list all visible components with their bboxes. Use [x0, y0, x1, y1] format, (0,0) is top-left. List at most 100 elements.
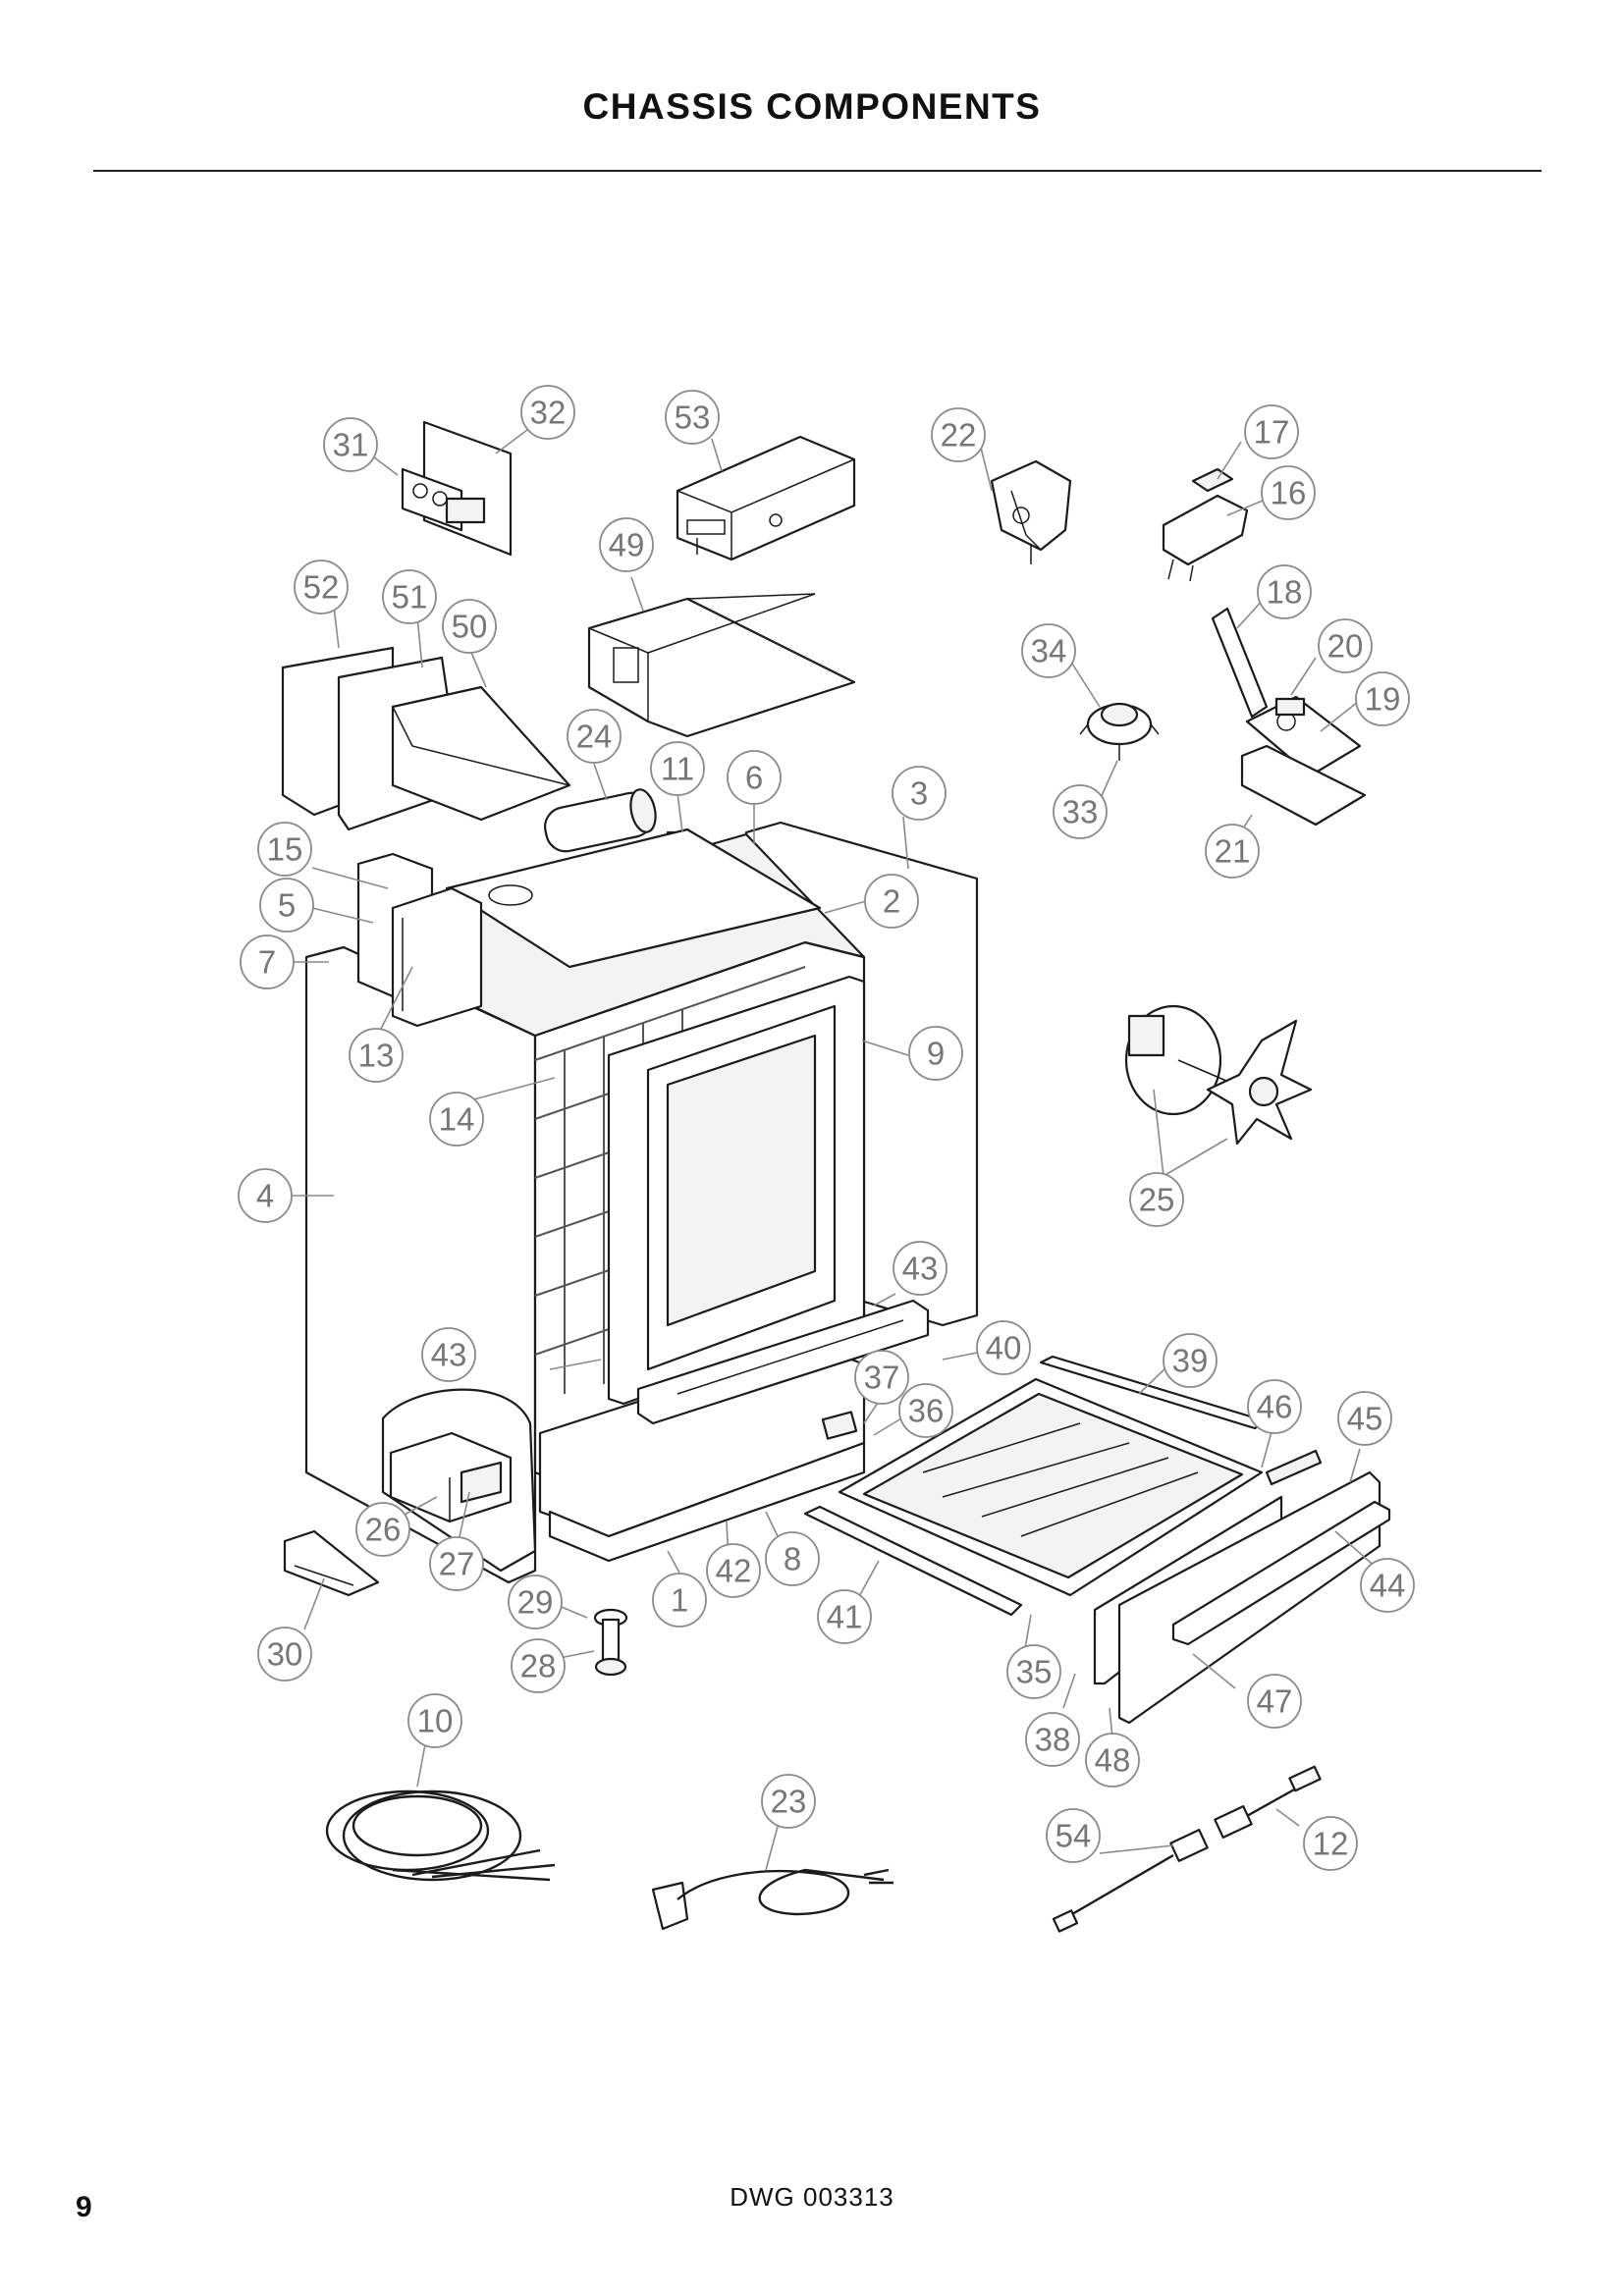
- page-title: CHASSIS COMPONENTS: [582, 86, 1042, 127]
- callout-54: 54: [1046, 1808, 1101, 1863]
- callout-52: 52: [294, 560, 349, 614]
- door-lock-part: [990, 459, 1072, 564]
- header-divider: [93, 170, 1542, 172]
- callout-15: 15: [257, 822, 312, 877]
- svg-text:30: 30: [267, 1636, 303, 1673]
- thermostat-part: [1079, 702, 1160, 761]
- svg-text:35: 35: [1016, 1654, 1053, 1690]
- svg-text:37: 37: [864, 1360, 900, 1396]
- svg-text:8: 8: [784, 1541, 801, 1577]
- svg-text:3: 3: [910, 775, 928, 812]
- callout-41: 41: [817, 1589, 872, 1644]
- svg-text:22: 22: [941, 417, 977, 454]
- air-duct-parts: [281, 646, 571, 831]
- svg-text:31: 31: [333, 427, 369, 463]
- mounting-bracket-part: [283, 1529, 380, 1597]
- callout-33: 33: [1053, 784, 1108, 839]
- callout-45: 45: [1337, 1391, 1392, 1446]
- callout-34: 34: [1021, 623, 1076, 678]
- callout-28: 28: [511, 1638, 566, 1693]
- drawing-number: DWG 003313: [730, 2182, 894, 2212]
- callout-bubbles: 1 2 3 4 5 6 7 8 9 10 11 12 13 14 15 16 1…: [238, 385, 1415, 1871]
- callout-17: 17: [1244, 404, 1299, 459]
- callout-43-top: 43: [893, 1241, 947, 1296]
- callout-50: 50: [442, 599, 497, 654]
- plug-harness-part: [1052, 1765, 1322, 1933]
- svg-text:7: 7: [258, 944, 276, 981]
- page-number: 9: [76, 2191, 92, 2223]
- svg-text:50: 50: [452, 609, 488, 645]
- callout-51: 51: [382, 569, 437, 624]
- callout-5: 5: [259, 878, 314, 933]
- callout-26: 26: [355, 1502, 410, 1557]
- svg-text:18: 18: [1267, 574, 1303, 611]
- svg-text:28: 28: [520, 1648, 557, 1684]
- callout-38: 38: [1025, 1712, 1080, 1767]
- callout-23: 23: [761, 1774, 816, 1829]
- svg-text:27: 27: [439, 1546, 475, 1582]
- callout-46: 46: [1247, 1379, 1302, 1434]
- svg-text:10: 10: [417, 1703, 454, 1739]
- callout-49: 49: [599, 517, 654, 572]
- svg-text:39: 39: [1172, 1343, 1209, 1379]
- svg-text:54: 54: [1056, 1818, 1092, 1854]
- svg-text:29: 29: [517, 1584, 554, 1621]
- callout-42: 42: [706, 1543, 761, 1598]
- svg-text:41: 41: [827, 1599, 863, 1635]
- svg-text:12: 12: [1313, 1826, 1349, 1862]
- callout-31: 31: [323, 417, 378, 472]
- svg-text:15: 15: [267, 831, 303, 868]
- callout-43-left: 43: [421, 1327, 476, 1382]
- top-cover-part: [587, 593, 856, 738]
- svg-text:38: 38: [1035, 1722, 1071, 1758]
- svg-text:24: 24: [576, 719, 613, 755]
- svg-text:16: 16: [1271, 475, 1307, 511]
- leveling-foot-part: [593, 1608, 628, 1677]
- callout-2: 2: [864, 874, 919, 929]
- svg-text:42: 42: [716, 1553, 752, 1589]
- svg-text:47: 47: [1257, 1683, 1293, 1720]
- callout-1: 1: [652, 1573, 707, 1628]
- convection-fan-part: [1124, 1004, 1313, 1146]
- callout-7: 7: [240, 934, 295, 989]
- svg-text:4: 4: [256, 1178, 274, 1214]
- svg-text:36: 36: [908, 1393, 945, 1429]
- svg-text:33: 33: [1062, 794, 1099, 830]
- svg-text:14: 14: [439, 1101, 475, 1138]
- svg-text:5: 5: [278, 887, 296, 924]
- terminal-bracket-part: [401, 420, 513, 557]
- callout-19: 19: [1355, 671, 1410, 726]
- svg-text:20: 20: [1327, 628, 1364, 665]
- callout-27: 27: [429, 1536, 484, 1591]
- callout-25: 25: [1129, 1172, 1184, 1227]
- power-cord-part: [651, 1868, 893, 1931]
- svg-text:53: 53: [675, 400, 711, 436]
- callout-6: 6: [727, 750, 782, 805]
- callout-44: 44: [1360, 1558, 1415, 1613]
- wire-harness-part: [325, 1789, 556, 1882]
- svg-text:46: 46: [1257, 1389, 1293, 1425]
- svg-text:51: 51: [392, 579, 428, 615]
- callout-30: 30: [257, 1627, 312, 1682]
- drawer-rail-parts: [803, 1355, 1269, 1617]
- svg-text:45: 45: [1347, 1401, 1383, 1437]
- svg-text:26: 26: [365, 1512, 402, 1548]
- callout-4: 4: [238, 1168, 293, 1223]
- svg-text:49: 49: [609, 527, 645, 563]
- callout-8: 8: [765, 1531, 820, 1586]
- svg-text:17: 17: [1254, 414, 1290, 451]
- callout-13: 13: [349, 1028, 404, 1083]
- callout-53: 53: [665, 390, 720, 445]
- svg-text:40: 40: [986, 1330, 1022, 1366]
- callout-20: 20: [1318, 618, 1373, 673]
- drawer-front-part: [1093, 1449, 1391, 1725]
- svg-text:23: 23: [771, 1784, 807, 1820]
- svg-text:9: 9: [927, 1036, 945, 1072]
- callout-47: 47: [1247, 1674, 1302, 1729]
- callout-40: 40: [976, 1320, 1031, 1375]
- callout-14: 14: [429, 1092, 484, 1147]
- control-box-part: [676, 435, 856, 561]
- svg-text:43: 43: [902, 1251, 939, 1287]
- side-channel-parts: [356, 852, 483, 1028]
